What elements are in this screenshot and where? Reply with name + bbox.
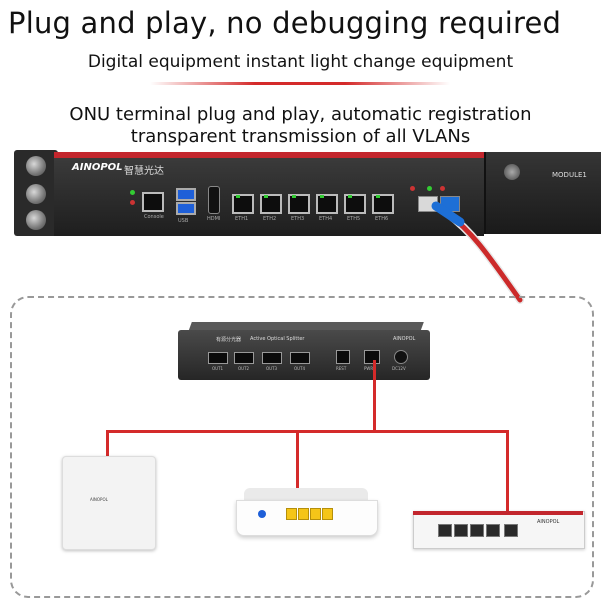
port-label: DC12V <box>392 366 406 371</box>
lan-port <box>298 508 309 520</box>
eth-port <box>288 194 310 214</box>
router-port <box>504 524 518 537</box>
port-label: ETH5 <box>347 216 361 222</box>
router-port <box>438 524 452 537</box>
lan-port <box>286 508 297 520</box>
lan-port <box>310 508 321 520</box>
pwr-port <box>364 350 380 364</box>
dc-jack <box>394 350 408 364</box>
splitter-out-port <box>262 352 282 364</box>
red-wire <box>506 430 509 512</box>
red-wire <box>106 430 109 458</box>
pon-led-icon <box>427 186 432 191</box>
status-led-icon <box>130 200 135 205</box>
port-label: Console <box>144 214 164 220</box>
splitter-out-port <box>208 352 228 364</box>
port-label: ETH4 <box>319 216 333 222</box>
pon-led-icon <box>410 186 415 191</box>
brand-logo: AINOPOL <box>72 162 123 173</box>
brand-logo-cn: 智慧光达 <box>124 166 164 177</box>
port-label: PWR <box>364 366 374 371</box>
router-port <box>486 524 500 537</box>
rack-device: MODULE1 AINOPOL 智慧光达 Console USB HDMI ET… <box>14 150 601 240</box>
screw-icon <box>26 156 46 176</box>
hdmi-port <box>208 186 220 214</box>
splitter-brand: AINOPOL <box>393 336 416 342</box>
port-label: ETH2 <box>263 216 277 222</box>
lan-port <box>322 508 333 520</box>
headline: Plug and play, no debugging required <box>8 6 562 40</box>
info-line-2: transparent transmission of all VLANs <box>130 126 471 147</box>
status-led-icon <box>130 190 135 195</box>
port-label: ETH3 <box>291 216 305 222</box>
red-wire <box>296 430 299 490</box>
red-wire <box>373 360 376 432</box>
port-label: USB <box>178 218 189 224</box>
rack-top-stripe <box>54 152 484 158</box>
rack-ear <box>14 150 58 236</box>
port-label: REST <box>336 366 347 371</box>
port-label: OUT2 <box>238 366 250 371</box>
pon-led-icon <box>440 186 445 191</box>
port-label: OUT4 <box>294 366 306 371</box>
splitter-out-port <box>234 352 254 364</box>
screw-icon <box>26 210 46 230</box>
router-port <box>454 524 468 537</box>
router-brand: AINOPOL <box>537 519 560 525</box>
wireless-ap <box>62 456 156 550</box>
red-divider <box>150 82 450 85</box>
subline: Digital equipment instant light change e… <box>87 52 514 72</box>
splitter-title-cn: 有源分光器 <box>216 337 242 343</box>
eth-port <box>260 194 282 214</box>
router-stripe <box>413 511 583 515</box>
port-label: ETH6 <box>375 216 389 222</box>
onu-device <box>236 488 378 536</box>
screw-icon <box>26 184 46 204</box>
ap-brand: AINOPOL <box>90 497 108 502</box>
port-label: HDMI <box>207 216 221 222</box>
port-label: OUT3 <box>266 366 278 371</box>
splitter-title: Active Optical Splitter <box>250 336 305 342</box>
eth-port <box>316 194 338 214</box>
red-wire <box>106 430 508 433</box>
usb-port <box>176 202 196 215</box>
info-line-1: ONU terminal plug and play, automatic re… <box>69 104 532 125</box>
usb-port <box>176 188 196 201</box>
onu-top <box>244 488 368 502</box>
rest-button <box>336 350 350 364</box>
pon-port-icon <box>258 510 266 518</box>
rack-module-bay <box>484 152 601 234</box>
port-label: OUT1 <box>212 366 224 371</box>
router-port <box>470 524 484 537</box>
splitter-out-port <box>290 352 310 364</box>
module-label: MODULE1 <box>552 171 587 179</box>
eth-port <box>372 194 394 214</box>
module-knob-icon <box>504 164 520 180</box>
port-label: ETH1 <box>235 216 249 222</box>
network-panel <box>10 296 594 598</box>
console-port <box>142 192 164 212</box>
eth-port <box>232 194 254 214</box>
eth-port <box>344 194 366 214</box>
